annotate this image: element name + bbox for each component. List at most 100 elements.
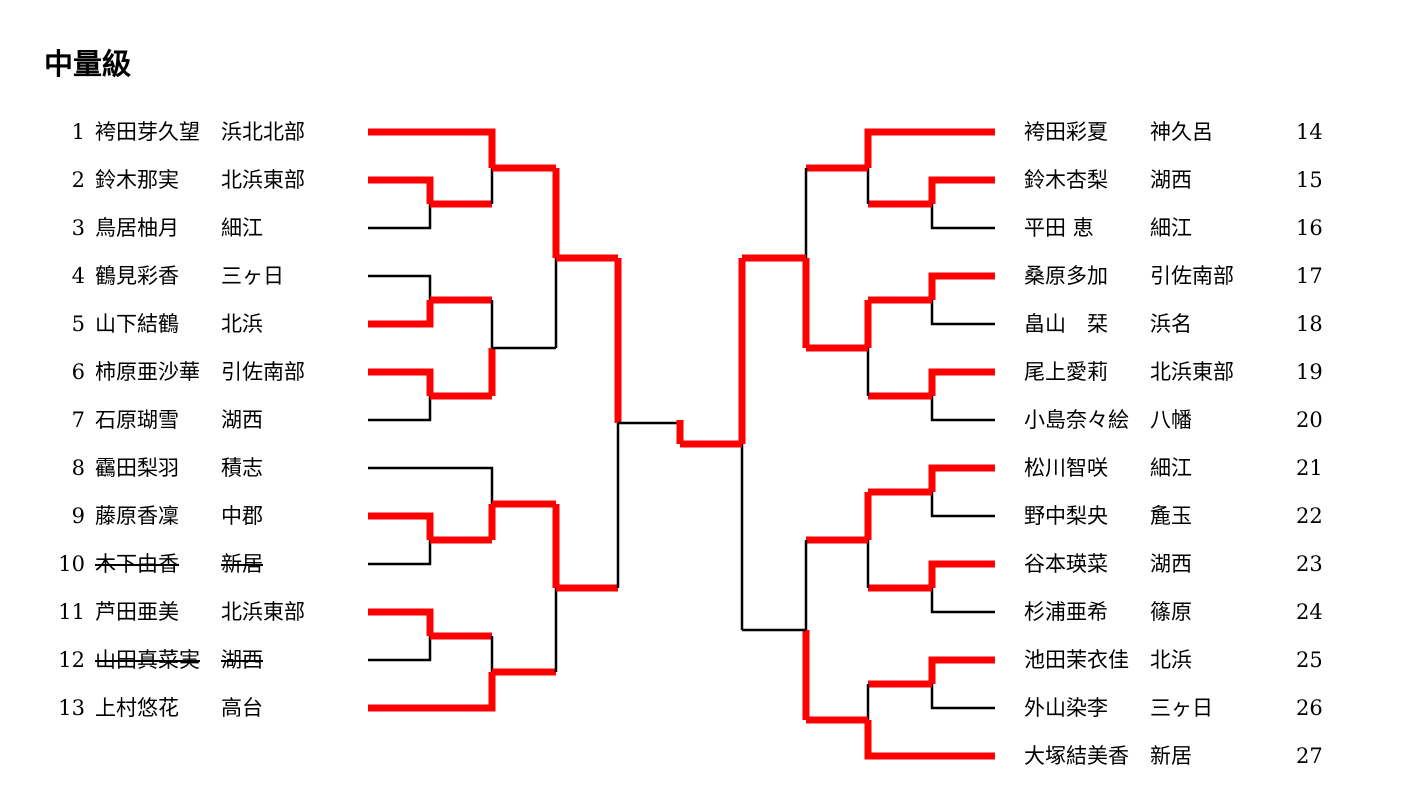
entry-seed: 27 bbox=[1296, 744, 1323, 768]
entry-team: 浜名 bbox=[1150, 312, 1192, 336]
entry-name: 外山染李 bbox=[1024, 696, 1108, 720]
entry-name: 鈴木那実 bbox=[95, 168, 179, 192]
bracket-branch bbox=[368, 176, 434, 204]
entry-name: 尾上愛莉 bbox=[1024, 360, 1108, 384]
entry-team: 湖西 bbox=[1150, 168, 1192, 192]
entry-team: 北浜東部 bbox=[221, 600, 305, 624]
bracket-branch bbox=[930, 588, 995, 614]
bracket-branch bbox=[368, 608, 434, 636]
bracket-branch bbox=[368, 274, 432, 300]
entry-team: 引佐南部 bbox=[1150, 264, 1234, 288]
entry-name: 上村悠花 bbox=[95, 696, 179, 720]
bracket-branch bbox=[368, 128, 496, 168]
entry-seed: 19 bbox=[1296, 360, 1323, 384]
entry-name: 鈴木杏梨 bbox=[1024, 168, 1108, 192]
entry-team: 三ヶ日 bbox=[1150, 696, 1213, 720]
entry-seed: 25 bbox=[1296, 648, 1323, 672]
entry-team: 北浜 bbox=[221, 312, 263, 336]
bracket-branch bbox=[928, 272, 995, 300]
entry-name: 小島奈々絵 bbox=[1024, 408, 1129, 432]
entry-seed: 18 bbox=[1296, 312, 1323, 336]
entry-team: 三ヶ日 bbox=[221, 264, 284, 288]
entry-seed: 5 bbox=[71, 312, 85, 336]
entry-team: 引佐南部 bbox=[221, 360, 305, 384]
entry-seed: 17 bbox=[1296, 264, 1323, 288]
entry-seed: 22 bbox=[1296, 504, 1323, 528]
entry-team: 湖西 bbox=[221, 408, 263, 432]
entry-name: 平田 恵 bbox=[1024, 216, 1094, 240]
bracket-branch bbox=[368, 540, 432, 566]
entry-team: 八幡 bbox=[1150, 408, 1192, 432]
entry-team: 北浜東部 bbox=[1150, 360, 1234, 384]
entry-seed: 8 bbox=[71, 456, 85, 480]
entry-name: 靍田梨羽 bbox=[95, 456, 179, 480]
bracket-branch bbox=[368, 368, 434, 396]
entry-name: 袴田彩夏 bbox=[1024, 120, 1108, 144]
entry-seed: 12 bbox=[58, 648, 85, 672]
entry-team: 北浜東部 bbox=[221, 168, 305, 192]
entry-name: 野中梨央 bbox=[1024, 504, 1108, 528]
entry-seed: 26 bbox=[1296, 696, 1323, 720]
entry-seed: 15 bbox=[1296, 168, 1323, 192]
entry-team: 神久呂 bbox=[1150, 120, 1213, 144]
bracket-branch bbox=[928, 176, 995, 204]
entry-team: 浜北北部 bbox=[221, 120, 305, 144]
bracket-branch bbox=[368, 204, 432, 230]
bracket-branch bbox=[928, 464, 995, 492]
entry-team: 積志 bbox=[221, 456, 263, 480]
entry-seed: 16 bbox=[1296, 216, 1323, 240]
entry-name: 山田真菜実 bbox=[95, 648, 200, 672]
entry-seed: 9 bbox=[71, 504, 85, 528]
entry-team: 細江 bbox=[1150, 216, 1192, 240]
bracket-branch bbox=[864, 720, 995, 760]
entry-team: 中郡 bbox=[221, 504, 263, 528]
entry-team: 湖西 bbox=[221, 648, 263, 672]
bracket-branch bbox=[930, 396, 995, 422]
entry-seed: 23 bbox=[1296, 552, 1323, 576]
bracket-branch bbox=[930, 492, 995, 518]
entry-seed: 11 bbox=[58, 600, 85, 624]
entry-name: 鳥居柚月 bbox=[95, 216, 179, 240]
bracket-branch bbox=[930, 684, 995, 710]
entry-seed: 1 bbox=[71, 120, 85, 144]
bracket-branch bbox=[928, 656, 995, 684]
entry-name: 山下結鶴 bbox=[95, 312, 179, 336]
entry-team: 新居 bbox=[1150, 744, 1192, 768]
entry-name: 柿原亜沙華 bbox=[95, 360, 200, 384]
bracket-branch bbox=[930, 204, 995, 230]
entry-seed: 13 bbox=[58, 696, 85, 720]
entry-seed: 14 bbox=[1296, 120, 1323, 144]
entry-seed: 6 bbox=[71, 360, 85, 384]
bracket-title: 中量級 bbox=[44, 47, 132, 81]
entry-team: 麁玉 bbox=[1150, 504, 1192, 528]
entry-name: 大塚結美香 bbox=[1024, 744, 1129, 768]
entry-team: 細江 bbox=[1150, 456, 1192, 480]
entry-team: 細江 bbox=[221, 216, 263, 240]
entry-name: 藤原香凜 bbox=[95, 504, 179, 528]
entry-team: 湖西 bbox=[1150, 552, 1192, 576]
entry-team: 高台 bbox=[221, 696, 263, 720]
entry-seed: 24 bbox=[1296, 600, 1323, 624]
bracket-branch bbox=[368, 300, 434, 328]
bracket-branch bbox=[928, 560, 995, 588]
entry-seed: 21 bbox=[1296, 456, 1323, 480]
entry-team: 北浜 bbox=[1150, 648, 1192, 672]
entry-name: 杉浦亜希 bbox=[1024, 600, 1108, 624]
entry-name: 鶴見彩香 bbox=[95, 264, 179, 288]
bracket-branch bbox=[368, 396, 432, 422]
bracket-branch bbox=[930, 300, 995, 326]
entry-seed: 4 bbox=[71, 264, 85, 288]
entry-name: 木下由香 bbox=[95, 552, 179, 576]
bracket-branch bbox=[928, 368, 995, 396]
entry-name: 池田茉衣佳 bbox=[1024, 648, 1129, 672]
entry-seed: 3 bbox=[71, 216, 85, 240]
bracket-branch bbox=[368, 636, 432, 662]
entry-name: 畠山 栞 bbox=[1024, 312, 1108, 336]
entry-name: 谷本瑛菜 bbox=[1024, 552, 1108, 576]
entry-name: 芦田亜美 bbox=[95, 600, 179, 624]
bracket-branch bbox=[368, 672, 496, 712]
entry-seed: 7 bbox=[71, 408, 85, 432]
entry-seed: 2 bbox=[71, 168, 85, 192]
entry-name: 松川智咲 bbox=[1024, 456, 1108, 480]
